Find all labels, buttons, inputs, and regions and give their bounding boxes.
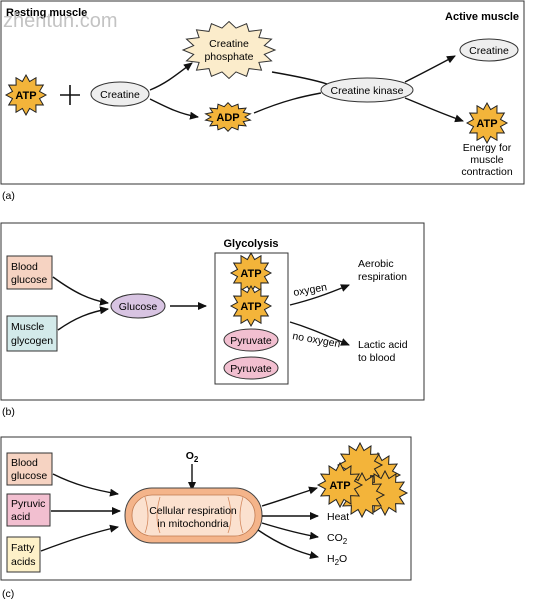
arrow-kinase-to-atp (404, 97, 464, 123)
arrow-fatty-to-mito (40, 524, 119, 552)
starburst-shape (204, 101, 252, 133)
blood-glucose-box-b: Blood glucose (6, 255, 53, 290)
blood-glucose-line2: glucose (11, 470, 47, 482)
arrow-phosphate-to-kinase (271, 71, 328, 85)
creatine-out-node: Creatine (459, 38, 519, 62)
pyruvic-line1: Pyruvic (11, 498, 45, 510)
adp-badge: ADP (204, 101, 252, 133)
plus-icon (60, 85, 80, 105)
muscle-glycogen-line2: glycogen (11, 335, 53, 347)
arrow-kinase-to-creatine (404, 55, 456, 83)
pyruvate-label: Pyruvate (230, 363, 272, 375)
panel-a-label: (a) (2, 190, 15, 202)
o2-text: O (186, 450, 194, 462)
co2-label: CO2 (327, 532, 348, 546)
creatine-kinase-label: Creatine kinase (331, 85, 404, 97)
pyruvate-node-2: Pyruvate (223, 356, 279, 380)
co2-sub: 2 (343, 537, 348, 546)
aerobic-line1: Aerobic (358, 258, 394, 270)
muscle-glycogen-line1: Muscle (11, 321, 44, 333)
fatty-acids-box: Fatty acids (6, 536, 41, 573)
panel-a-frame (0, 0, 525, 185)
blood-glucose-box-c: Blood glucose (6, 452, 53, 486)
atp-badge-a: ATP (4, 73, 48, 117)
creatine-out-label: Creatine (469, 45, 509, 57)
starburst-shape (316, 461, 364, 509)
atp-label: ATP (15, 90, 36, 102)
atp-cluster-label: ATP (329, 480, 350, 492)
panel-b-label: (b) (2, 406, 15, 418)
h2o-label: H2O (327, 553, 347, 567)
h2o-text-h: H (327, 553, 335, 565)
creatine-node: Creatine (90, 81, 150, 107)
pyruvate-label: Pyruvate (230, 335, 272, 347)
blood-glucose-line1: Blood (11, 457, 38, 469)
muscle-glycogen-box: Muscle glycogen (6, 315, 58, 352)
o2-label: O2 (186, 450, 199, 464)
cellular-line1: Cellular respiration (149, 505, 237, 517)
arrow-mito-to-co2 (261, 522, 319, 540)
aerobic-line2: respiration (358, 271, 407, 283)
arrow-mito-to-atp (261, 486, 318, 507)
h2o-sub: 2 (335, 558, 340, 567)
atp-cluster: ATP (316, 441, 409, 519)
atp-out-label: ATP (476, 118, 497, 130)
starburst-shape (229, 284, 273, 328)
arrow-creatine-to-adp (149, 98, 199, 120)
fatty-line2: acids (11, 556, 36, 568)
adp-label: ADP (216, 112, 239, 124)
arrow-creatine-to-phosphate (149, 62, 193, 91)
glucose-node: Glucose (110, 293, 166, 319)
pyruvate-node-1: Pyruvate (223, 328, 279, 352)
panel-b-frame (0, 222, 425, 401)
arrow-glycogen-to-glucose (57, 306, 109, 331)
lactic-line2: to blood (358, 352, 396, 364)
energy-line3: contraction (461, 166, 513, 178)
creatine-phosphate-line2: phosphate (204, 51, 253, 63)
arrow-blood-glucose-to-glucose (52, 276, 109, 306)
arrow-mito-to-h2o (257, 529, 319, 559)
starburst-shape (465, 101, 509, 145)
energy-line1: Energy for (463, 142, 512, 154)
creatine-phosphate-line1: Creatine (209, 38, 249, 50)
energy-line2: muscle (470, 154, 503, 166)
cellular-line2: in mitochondria (157, 518, 228, 530)
arrow-oxygen (289, 284, 350, 306)
atp-out-badge: ATP (465, 101, 509, 145)
fatty-line1: Fatty (11, 542, 35, 554)
heat-label: Heat (327, 511, 349, 523)
starburst-shape (4, 73, 48, 117)
arrow-adp-to-kinase (253, 92, 322, 114)
mitochondrion: Cellular respiration in mitochondria (124, 487, 263, 544)
pyruvic-acid-box: Pyruvic acid (6, 493, 51, 527)
oxygen-label: oxygen (292, 281, 328, 299)
creatine-phosphate-node: Creatine phosphate (181, 20, 277, 80)
blood-glucose-line1: Blood (11, 261, 38, 273)
o2-sub: 2 (194, 455, 199, 464)
creatine-kinase-node: Creatine kinase (320, 77, 414, 103)
co2-text: CO (327, 532, 343, 544)
h2o-text-o: O (339, 553, 347, 565)
creatine-label: Creatine (100, 89, 140, 101)
glucose-label: Glucose (119, 301, 158, 313)
panel-a-title-left: Resting muscle (6, 7, 87, 19)
glycolysis-title: Glycolysis (223, 238, 278, 250)
atp-label: ATP (240, 268, 261, 280)
arrow-no-oxygen (289, 321, 350, 346)
arrow-blood-glucose-to-mito (52, 473, 119, 497)
lactic-line1: Lactic acid (358, 339, 408, 351)
panel-a-title-right: Active muscle (445, 11, 519, 23)
blood-glucose-line2: glucose (11, 274, 47, 286)
pyruvic-line2: acid (11, 511, 30, 523)
atp-label: ATP (240, 301, 261, 313)
watermark: zhentun.com (3, 10, 118, 32)
atp-badge-b2: ATP (229, 284, 273, 328)
panel-c-label: (c) (2, 588, 14, 599)
starburst-shape (181, 20, 277, 80)
